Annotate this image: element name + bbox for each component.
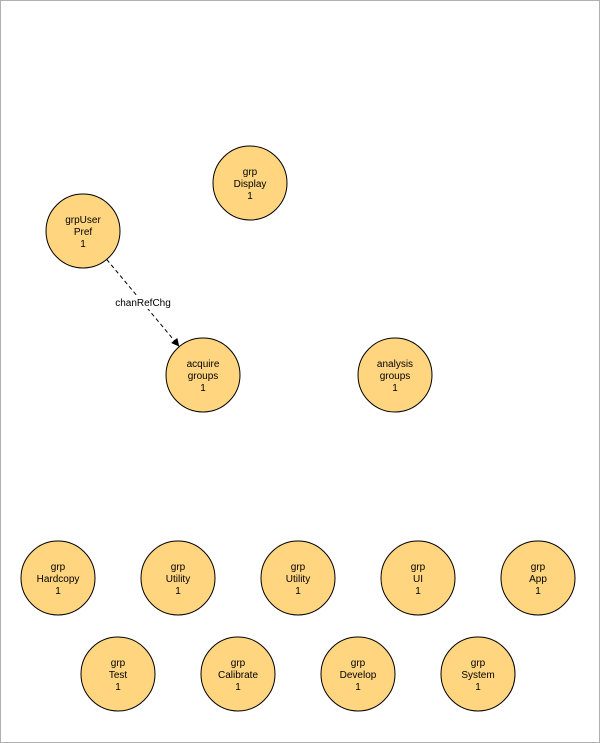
node-label-line: grp — [171, 562, 186, 573]
node-label-line: Display — [234, 179, 267, 190]
node-label-line: grp — [531, 562, 546, 573]
edge-label: chanRefChg — [115, 298, 171, 309]
node-label-line: System — [461, 670, 494, 681]
edge-grpUserPref-to-acquireGroups: chanRefChg — [105, 259, 181, 347]
edge-label-background — [105, 295, 181, 309]
node-circle[interactable] — [45, 193, 121, 269]
node-label-line: grp — [351, 658, 366, 669]
node-label-line: 1 — [235, 682, 241, 693]
node-circle[interactable] — [380, 540, 456, 616]
node-label-line: 1 — [415, 586, 421, 597]
node-label-line: 1 — [80, 239, 86, 250]
node-label-line: 1 — [355, 682, 361, 693]
node-label-line: analysis — [377, 359, 413, 370]
node-label-line: 1 — [475, 682, 481, 693]
node-circle[interactable] — [440, 636, 516, 712]
node-label-line: 1 — [295, 586, 301, 597]
edges-layer: chanRefChg — [105, 259, 181, 347]
node-circle[interactable] — [80, 636, 156, 712]
node-label-line: grp — [111, 658, 126, 669]
node-label-line: grpUser — [65, 215, 101, 226]
node-circle[interactable] — [165, 337, 241, 413]
node-label-line: Calibrate — [218, 670, 258, 681]
node-label-line: 1 — [175, 586, 181, 597]
node-label-line: grp — [243, 167, 258, 178]
node-label-line: UI — [413, 574, 423, 585]
node-label-line: 1 — [247, 191, 253, 202]
node-label-line: grp — [231, 658, 246, 669]
node-label-line: groups — [380, 371, 411, 382]
node-label-line: 1 — [55, 586, 61, 597]
node-circle[interactable] — [357, 337, 433, 413]
node-label-line: Develop — [340, 670, 377, 681]
node-label-line: 1 — [115, 682, 121, 693]
node-circle[interactable] — [320, 636, 396, 712]
node-label-line: Utility — [166, 574, 190, 585]
node-label-line: Pref — [74, 227, 93, 238]
node-label-line: grp — [291, 562, 306, 573]
node-circle[interactable] — [140, 540, 216, 616]
node-label-line: acquire — [187, 359, 220, 370]
node-circle[interactable] — [212, 145, 288, 221]
node-label-line: grp — [51, 562, 66, 573]
node-circle[interactable] — [260, 540, 336, 616]
node-label-line: Hardcopy — [37, 574, 80, 585]
node-label-line: grp — [471, 658, 486, 669]
node-label-line: 1 — [535, 586, 541, 597]
node-label-line: Utility — [286, 574, 310, 585]
nodes-layer: grpUserPref1grpDisplay1acquiregroups1ana… — [20, 145, 576, 712]
node-label-line: App — [529, 574, 547, 585]
node-label-line: Test — [109, 670, 128, 681]
node-label-line: groups — [188, 371, 219, 382]
node-circle[interactable] — [200, 636, 276, 712]
node-circle[interactable] — [20, 540, 96, 616]
node-label-line: 1 — [200, 383, 206, 394]
node-label-line: grp — [411, 562, 426, 573]
node-circle[interactable] — [500, 540, 576, 616]
node-label-line: 1 — [392, 383, 398, 394]
